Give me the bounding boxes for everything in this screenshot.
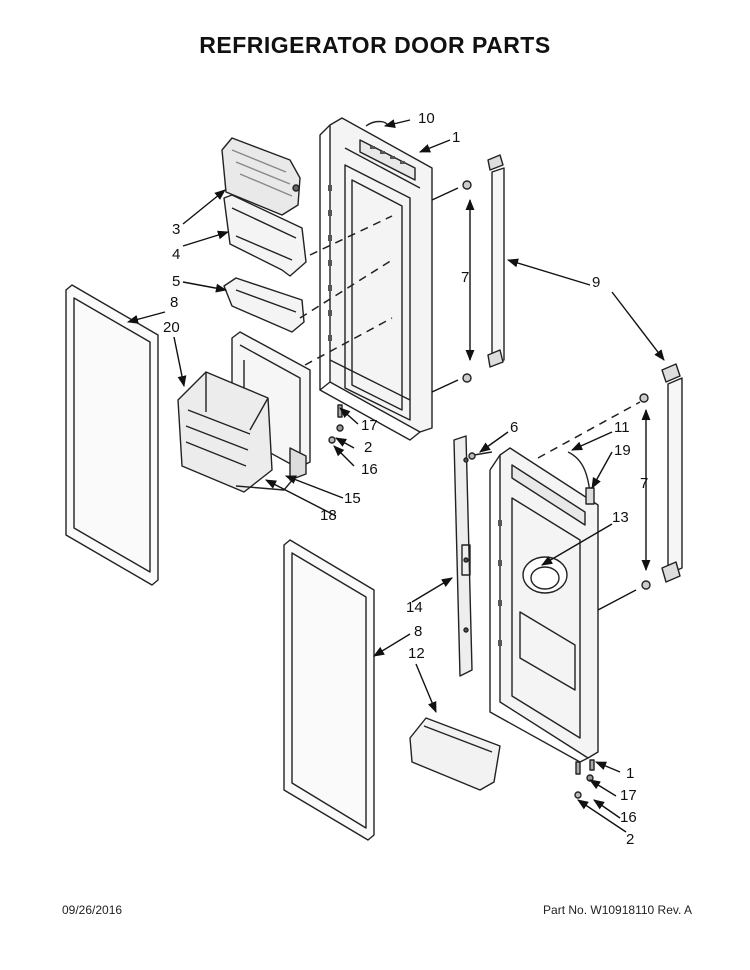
page-title: REFRIGERATOR DOOR PARTS bbox=[199, 32, 551, 58]
lower-door-liner bbox=[489, 447, 599, 763]
callout-1: 1 bbox=[452, 129, 460, 146]
callout-4: 4 bbox=[172, 246, 180, 263]
callout-7: 7 bbox=[461, 269, 469, 286]
callout-5: 5 bbox=[172, 273, 180, 290]
callout-15: 15 bbox=[344, 490, 361, 507]
upper-door-gasket bbox=[65, 284, 159, 586]
upper-hinge-rod bbox=[462, 154, 505, 383]
leader-arrows bbox=[126, 119, 665, 833]
upper-dairy-bin bbox=[223, 194, 307, 277]
lower-door-bin bbox=[409, 717, 501, 791]
dispenser-wire-harness bbox=[567, 451, 595, 505]
alignment-lines bbox=[299, 215, 641, 459]
callout-11: 11 bbox=[614, 419, 630, 436]
footer-date: 09/26/2016 bbox=[62, 903, 123, 917]
screw-6 bbox=[468, 451, 493, 460]
callout-2: 2 bbox=[364, 439, 372, 456]
ice-bucket bbox=[177, 371, 295, 493]
callout-14: 14 bbox=[406, 599, 423, 616]
callout-19: 19 bbox=[614, 442, 631, 459]
hinge-screws-lower bbox=[574, 759, 595, 799]
clip-10 bbox=[365, 120, 389, 127]
footer-part-number: Part No. W10918110 Rev. A bbox=[543, 903, 692, 917]
callout-2-lower: 2 bbox=[626, 831, 634, 848]
callout-8: 8 bbox=[170, 294, 178, 311]
callout-8-lower: 8 bbox=[414, 623, 422, 640]
callout-10: 10 bbox=[418, 110, 435, 127]
vertical-mullion bbox=[453, 435, 473, 677]
callout-3: 3 bbox=[172, 221, 180, 238]
callout-17-lower: 17 bbox=[620, 787, 637, 804]
callout-1-lower: 1 bbox=[626, 765, 634, 782]
callout-labels: 10 1 3 4 5 8 20 7 9 17 2 16 15 18 6 11 1… bbox=[163, 110, 648, 848]
upper-dairy-cover bbox=[221, 137, 301, 216]
callout-6: 6 bbox=[510, 419, 518, 436]
door-bin-small bbox=[223, 277, 305, 333]
callout-16-lower: 16 bbox=[620, 809, 637, 826]
lower-door-gasket bbox=[283, 539, 375, 841]
callout-17: 17 bbox=[361, 417, 378, 434]
dimension-arrows bbox=[431, 187, 651, 611]
hinge-screws-upper bbox=[328, 404, 344, 444]
callout-7-lower: 7 bbox=[640, 475, 648, 492]
callout-16: 16 bbox=[361, 461, 378, 478]
lower-hinge-rod bbox=[639, 363, 683, 590]
callout-9: 9 bbox=[592, 274, 600, 291]
upper-door-liner bbox=[319, 117, 433, 441]
callout-12: 12 bbox=[408, 645, 425, 662]
callout-13: 13 bbox=[612, 509, 629, 526]
callout-18: 18 bbox=[320, 507, 337, 524]
callout-20: 20 bbox=[163, 319, 180, 336]
